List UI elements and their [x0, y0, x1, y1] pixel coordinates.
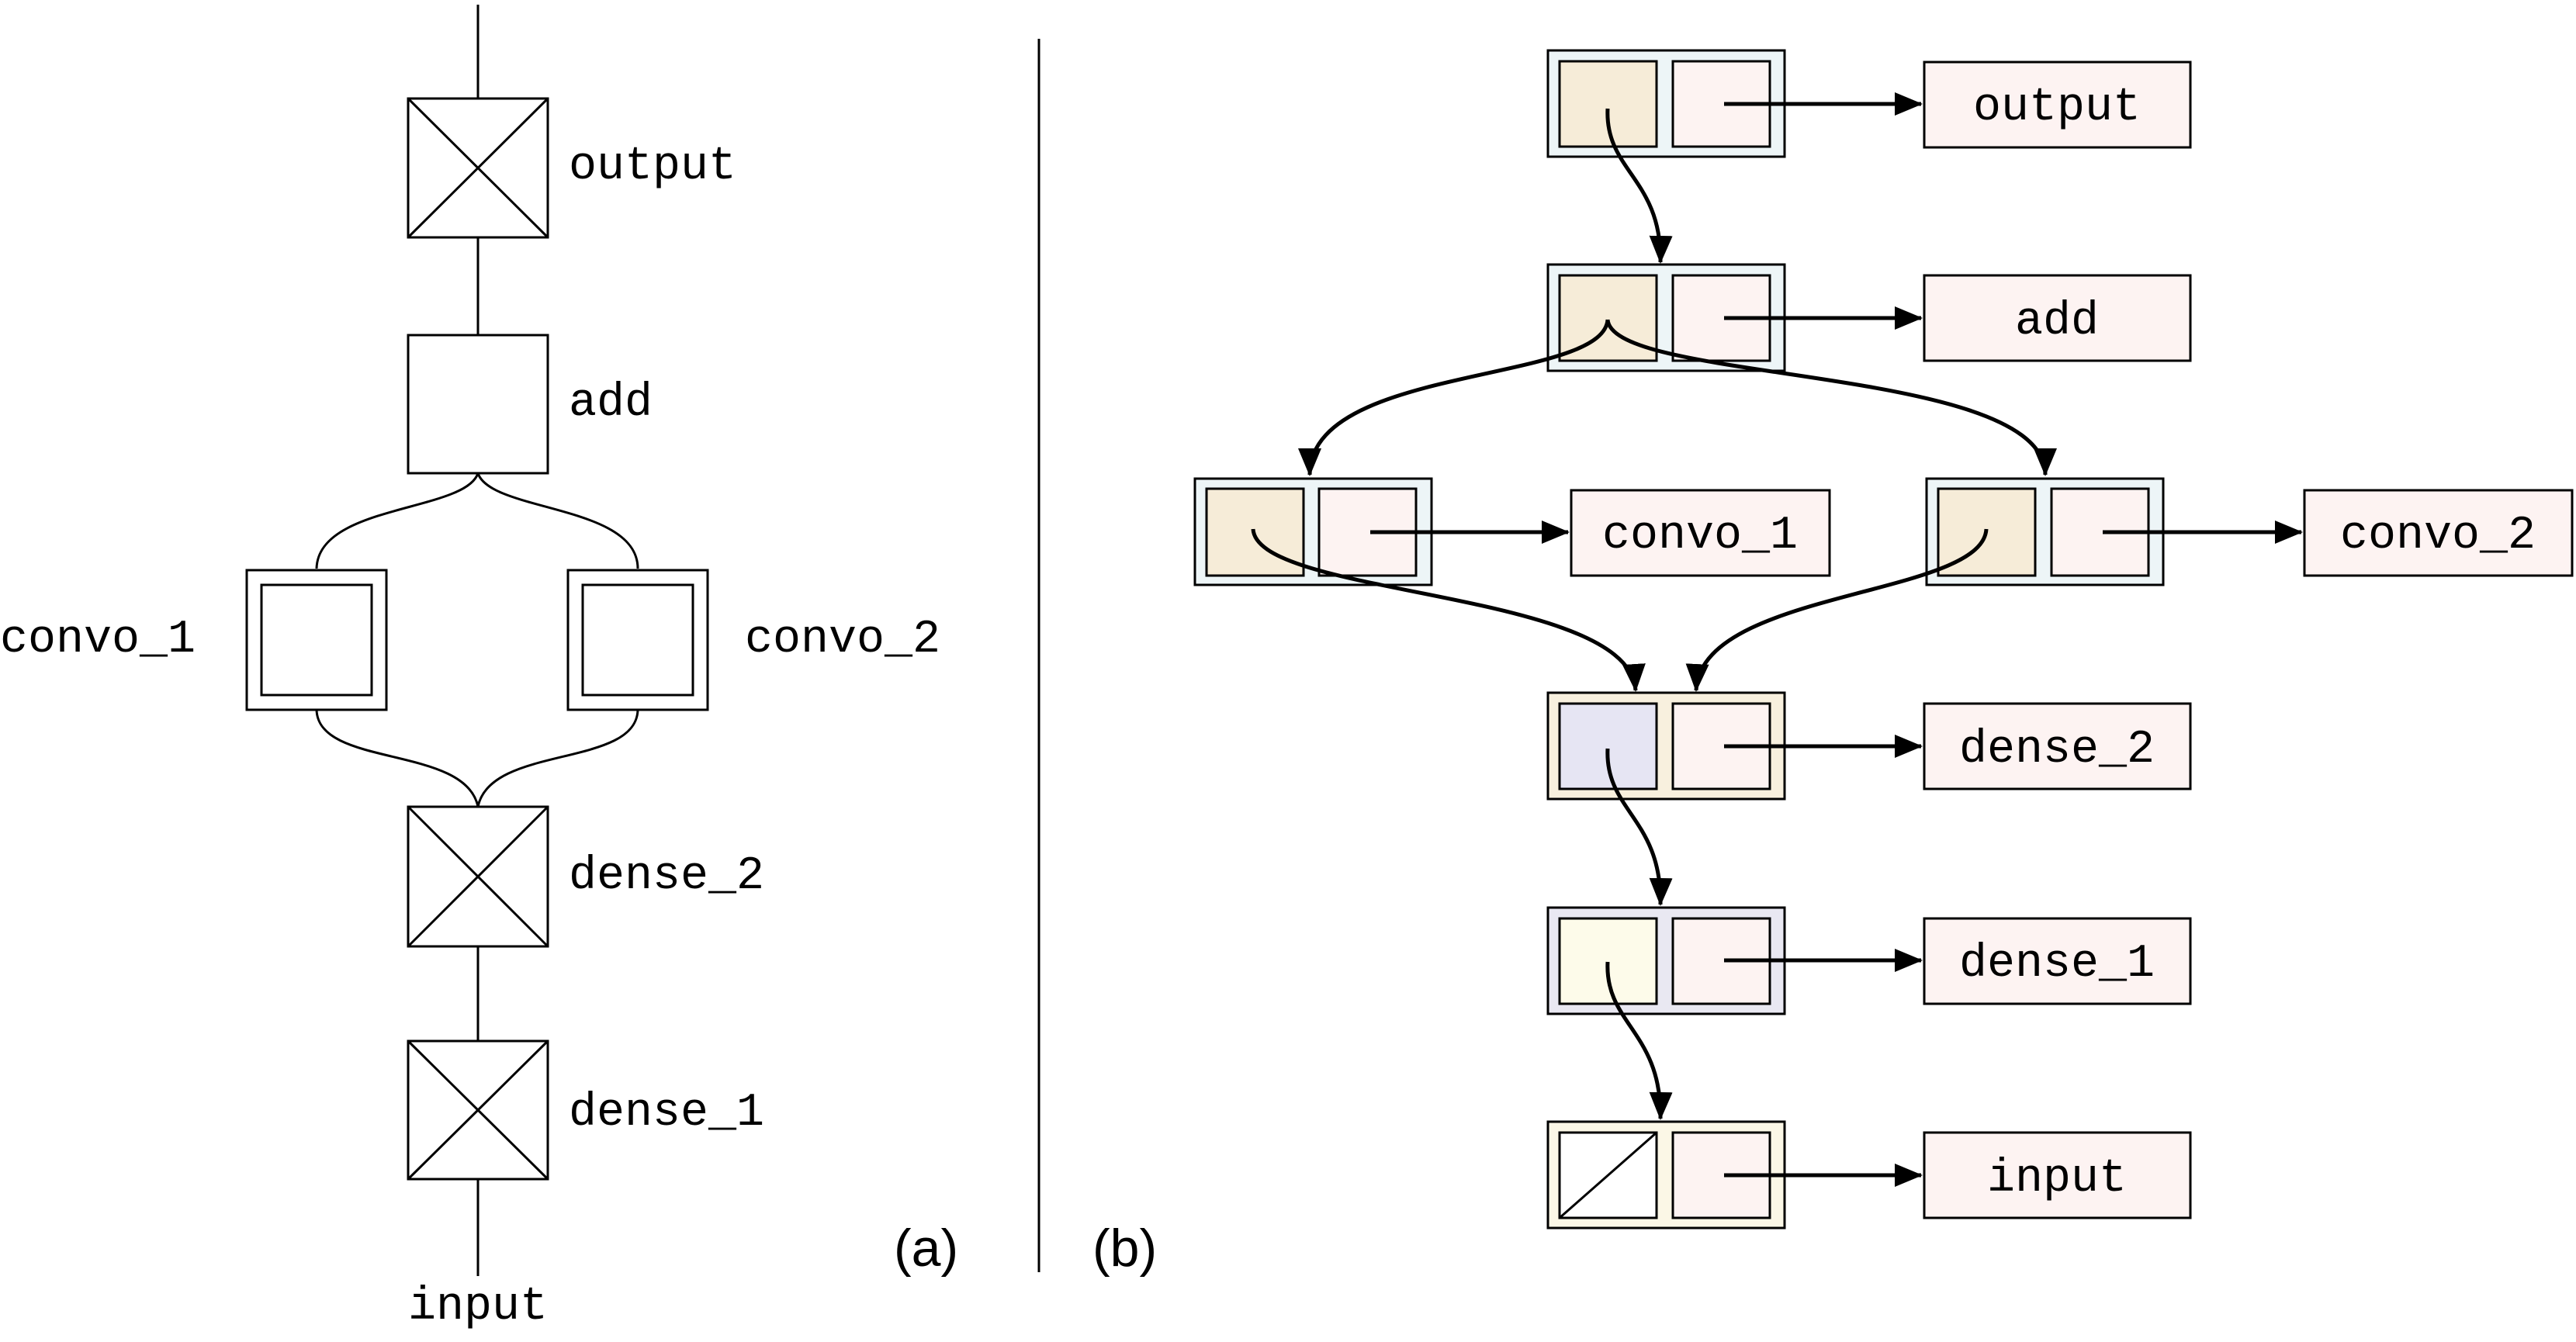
label-box-b-output	[1923, 61, 2192, 149]
label-b-output: output	[1973, 81, 2141, 134]
label-b-add: add	[2015, 296, 2099, 348]
panel-b	[1193, 49, 2574, 1230]
arrow-add-convo2	[1605, 319, 2057, 476]
caption-b: (b)	[1092, 1219, 1157, 1278]
label-a-add: add	[569, 377, 653, 430]
arrow-output-add	[1605, 108, 1673, 264]
label-a-input: input	[408, 1281, 548, 1333]
label-box-b-convo-1	[1570, 489, 1831, 577]
arrow-convo2-dense2	[1685, 528, 1989, 692]
label-a-output: output	[569, 140, 736, 193]
node-dense-2	[407, 805, 549, 948]
label-a-dense-2: dense_2	[569, 850, 764, 903]
label-box-b-input	[1923, 1131, 2192, 1219]
label-b-input: input	[1987, 1153, 2127, 1205]
node-convo-1	[245, 569, 388, 711]
arrow-add-convo1	[1298, 319, 1610, 476]
edge-add-convo2	[476, 472, 639, 569]
label-a-dense-1: dense_1	[569, 1087, 764, 1140]
arrow-dense1-input	[1605, 961, 1673, 1120]
label-box-b-dense-1	[1923, 917, 2192, 1005]
panel-b-link-arrows	[1251, 108, 2057, 1120]
panel-a	[245, 5, 709, 1276]
arrow-convo1-dense2	[1251, 528, 1646, 692]
edge-add-convo1	[315, 472, 480, 569]
label-a-convo-2: convo_2	[745, 614, 940, 666]
node-output	[407, 97, 549, 239]
panel-b-name-arrows	[1370, 92, 2303, 1187]
cell-pair-input	[1546, 1120, 1786, 1230]
node-dense-1	[407, 1039, 549, 1181]
caption-a: (a)	[894, 1219, 958, 1278]
node-add	[407, 334, 549, 475]
label-box-b-convo-2	[2303, 489, 2574, 577]
label-box-b-add	[1923, 274, 2192, 362]
label-b-convo-2: convo_2	[2340, 510, 2536, 562]
edge-convo2-dense2	[476, 709, 639, 808]
label-b-dense-2: dense_2	[1959, 724, 2155, 776]
label-box-b-dense-2	[1923, 702, 2192, 790]
label-a-convo-1: convo_1	[0, 614, 196, 666]
label-b-convo-1: convo_1	[1602, 510, 1798, 562]
edge-convo1-dense2	[315, 709, 480, 808]
node-convo-2	[566, 569, 709, 711]
arrow-dense2-dense1	[1605, 748, 1673, 906]
label-b-dense-1: dense_1	[1959, 938, 2155, 991]
